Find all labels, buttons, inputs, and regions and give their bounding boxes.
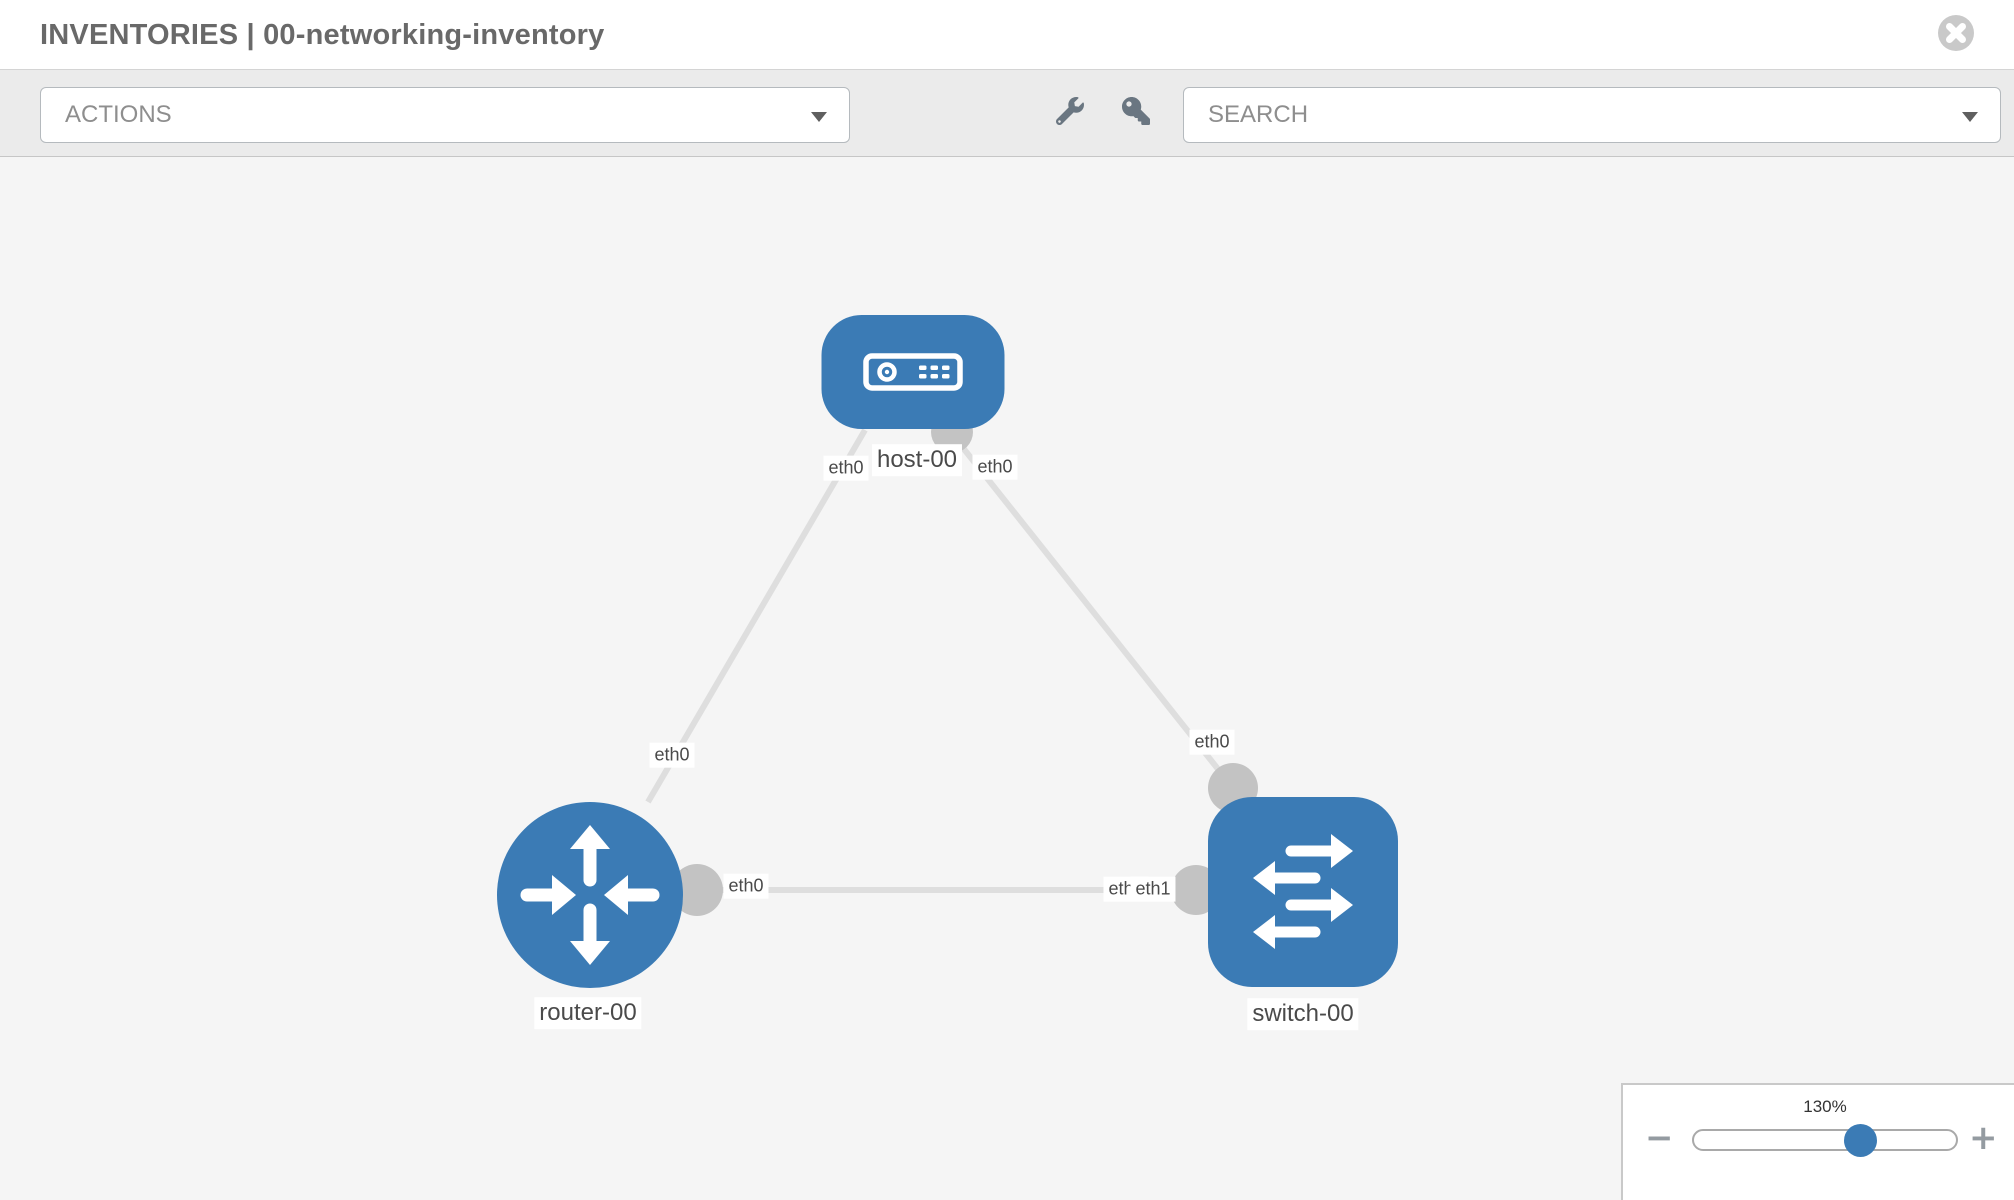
chevron-down-icon xyxy=(1962,112,1978,122)
zoom-in-button[interactable]: + xyxy=(1969,1118,1998,1158)
toolbar: ACTIONS SEARCH xyxy=(0,70,2014,157)
search-placeholder: SEARCH xyxy=(1208,101,1309,128)
edge-host-switch[interactable] xyxy=(949,432,1236,790)
page-title: INVENTORIES | 00-networking-inventory xyxy=(40,19,605,51)
host-device-icon xyxy=(863,353,963,391)
search-dropdown[interactable]: SEARCH xyxy=(1183,87,2001,143)
configure-button[interactable] xyxy=(1042,84,1098,140)
node-router-00[interactable] xyxy=(497,802,683,988)
node-host-00[interactable] xyxy=(821,315,1005,429)
zoom-slider-thumb[interactable] xyxy=(1844,1124,1878,1157)
node-switch-00[interactable] xyxy=(1208,797,1398,987)
zoom-out-button[interactable]: − xyxy=(1645,1118,1674,1158)
wrench-icon xyxy=(1055,96,1084,128)
zoom-slider-track[interactable] xyxy=(1692,1129,1958,1151)
close-button[interactable] xyxy=(1938,15,1974,51)
actions-dropdown[interactable]: ACTIONS xyxy=(40,87,850,143)
key-icon xyxy=(1122,96,1150,128)
credentials-key-button[interactable] xyxy=(1108,84,1164,140)
header-bar: INVENTORIES | 00-networking-inventory xyxy=(0,0,2014,70)
edge-host-router[interactable] xyxy=(645,428,868,804)
zoom-panel: 130% − + xyxy=(1621,1083,2014,1200)
actions-dropdown-label: ACTIONS xyxy=(65,101,172,128)
close-icon xyxy=(1938,15,1974,54)
chevron-down-icon xyxy=(811,112,827,122)
zoom-level-value: 130% xyxy=(1803,1097,1847,1116)
interface-port xyxy=(671,864,723,916)
